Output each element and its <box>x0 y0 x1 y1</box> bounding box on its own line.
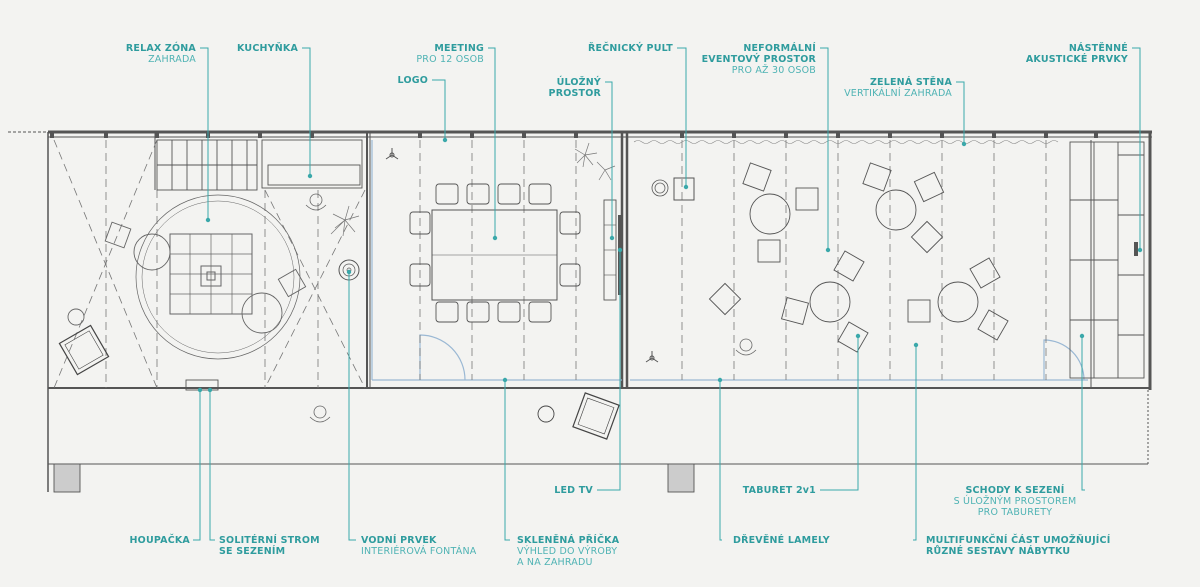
glass-partition <box>371 140 1088 381</box>
label-swing: HOUPAČKA <box>120 535 190 546</box>
kitchen <box>156 139 363 191</box>
label-glass-partition: SKLENĚNÁ PŘÍČKA VÝHLED DO VÝROBY A NA ZA… <box>517 535 627 568</box>
label-title-2: EVENTOVÝ PROSTOR <box>701 54 816 65</box>
leader-dots <box>197 137 1143 393</box>
label-title: ZELENÁ STĚNA <box>869 77 952 88</box>
label-title: VODNÍ PRVEK <box>361 535 437 546</box>
label-title: DŘEVĚNÉ LAMELY <box>733 535 830 546</box>
label-title: LOGO <box>397 75 428 86</box>
solitary-tree-seating <box>67 194 307 360</box>
label-sub: VÝHLED DO VÝROBY <box>517 546 618 557</box>
label-title: SCHODY K SEZENÍ <box>965 485 1065 496</box>
podium <box>651 177 695 201</box>
label-title: KUCHYŇKA <box>237 43 298 54</box>
bench <box>53 379 695 493</box>
building-walls <box>8 130 1152 492</box>
label-sub: S ÚLOŽNÝM PROSTOREM <box>953 496 1077 507</box>
label-acoustic: NÁSTĚNNÉ AKUSTICKÉ PRVKY <box>1018 43 1128 65</box>
swing <box>58 324 620 440</box>
label-kitchen: KUCHYŇKA <box>220 43 298 54</box>
label-seating-steps: SCHODY K SEZENÍ S ÚLOŽNÝM PROSTOREM PRO … <box>950 485 1080 518</box>
label-sub: VERTIKÁLNÍ ZAHRADA <box>844 88 952 99</box>
label-title: TABURET 2v1 <box>742 485 816 496</box>
label-sub-2: A NA ZAHRADU <box>517 557 593 568</box>
label-title: ŘEČNICKÝ PULT <box>587 43 673 54</box>
label-podium: ŘEČNICKÝ PULT <box>570 43 673 54</box>
label-wood-lamellas: DŘEVĚNÉ LAMELY <box>733 535 843 546</box>
label-relax-zone: RELAX ZÓNA ZAHRADA <box>110 43 196 65</box>
label-title: ÚLOŽNÝ <box>556 77 601 88</box>
label-title-2: RŮZNÉ SESTAVY NÁBYTKU <box>926 546 1071 557</box>
label-tree: SOLITÉRNÍ STROM SE SEZENÍM <box>219 535 329 557</box>
label-title-2: SE SEZENÍM <box>219 546 286 557</box>
label-title-2: PROSTOR <box>548 88 601 99</box>
label-title: SOLITÉRNÍ STROM <box>219 535 320 546</box>
label-sub: ZAHRADA <box>148 54 196 65</box>
structural-columns <box>50 132 1098 138</box>
label-title-2: AKUSTICKÉ PRVKY <box>1025 54 1128 65</box>
label-title: RELAX ZÓNA <box>125 43 196 54</box>
meeting-table <box>409 183 622 323</box>
label-taburet: TABURET 2v1 <box>740 485 816 496</box>
seating-steps <box>1069 141 1145 379</box>
label-event-space: NEFORMÁLNÍ EVENTOVÝ PROSTOR PRO AŽ 30 OS… <box>700 43 816 76</box>
label-meeting: MEETING PRO 12 OSOB <box>390 43 484 65</box>
label-title: MULTIFUNKČNÍ ČÁST UMOŽŇUJÍCÍ <box>926 535 1111 546</box>
fan-icon <box>385 148 659 363</box>
green-wall <box>633 140 1059 144</box>
person-icon <box>305 182 757 423</box>
plant-icon <box>330 142 616 237</box>
label-storage: ÚLOŽNÝ PROSTOR <box>530 77 601 99</box>
label-title: SKLENĚNÁ PŘÍČKA <box>517 535 620 546</box>
label-title: HOUPAČKA <box>129 535 190 546</box>
label-sub: INTERIÉROVÁ FONTÁNA <box>361 546 477 557</box>
event-furniture <box>708 162 1009 353</box>
label-title: LED TV <box>554 485 593 496</box>
label-green-wall: ZELENÁ STĚNA VERTIKÁLNÍ ZAHRADA <box>832 77 952 99</box>
label-sub: PRO AŽ 30 OSOB <box>731 65 816 76</box>
wood-lamellas <box>53 139 1047 389</box>
label-multifunction: MULTIFUNKČNÍ ČÁST UMOŽŇUJÍCÍ RŮZNÉ SESTA… <box>926 535 1126 557</box>
leader-lines <box>193 47 1141 541</box>
label-title: NÁSTĚNNÉ <box>1068 43 1128 54</box>
label-logo: LOGO <box>380 75 428 86</box>
label-title: NEFORMÁLNÍ <box>743 43 816 54</box>
label-water-feature: VODNÍ PRVEK INTERIÉROVÁ FONTÁNA <box>361 535 491 557</box>
label-sub: PRO 12 OSOB <box>416 54 484 65</box>
label-led-tv: LED TV <box>540 485 593 496</box>
label-title: MEETING <box>434 43 484 54</box>
label-sub-2: PRO TABURETY <box>977 507 1053 518</box>
